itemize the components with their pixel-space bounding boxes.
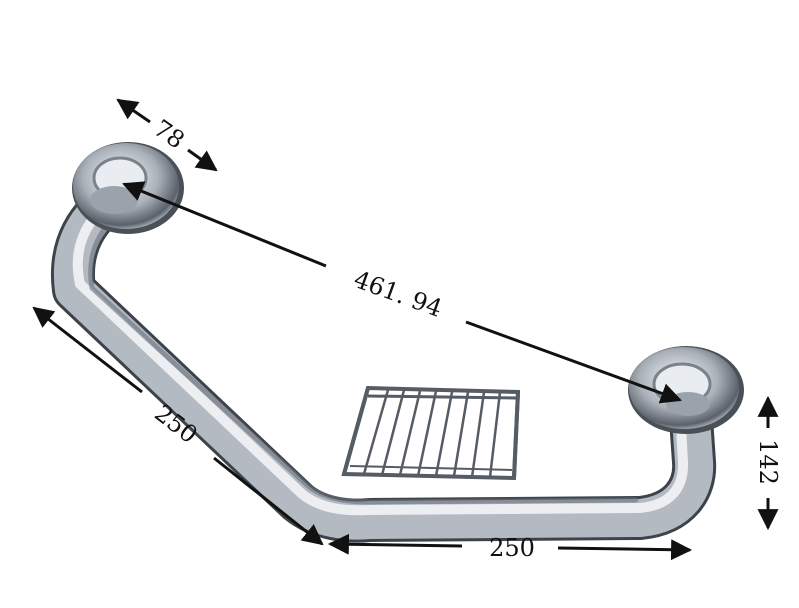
tube-highlight [72,195,689,516]
height-label: 142 [754,439,782,485]
dimension-lines [32,98,779,561]
flange-dimension-arrow-right [187,148,218,172]
bottom-leg-dimension-line-right [557,539,693,561]
grab-bar [51,142,744,543]
bottom-leg-label: 250 [489,534,535,562]
top-flange [72,142,184,234]
diagonal-dimension-line-lower [465,320,682,404]
right-flange [628,346,744,434]
soap-basket [341,385,521,481]
left-leg-dimension-line-upper [32,306,143,394]
diagonal-dimension-line-upper [122,181,327,268]
bottom-leg-dimension-line-left [327,533,463,555]
flange-dimension-arrow-left [116,98,151,124]
left-leg-dimension-line-lower [213,456,324,546]
diagonal-span-label: 461. 94 [350,265,446,323]
